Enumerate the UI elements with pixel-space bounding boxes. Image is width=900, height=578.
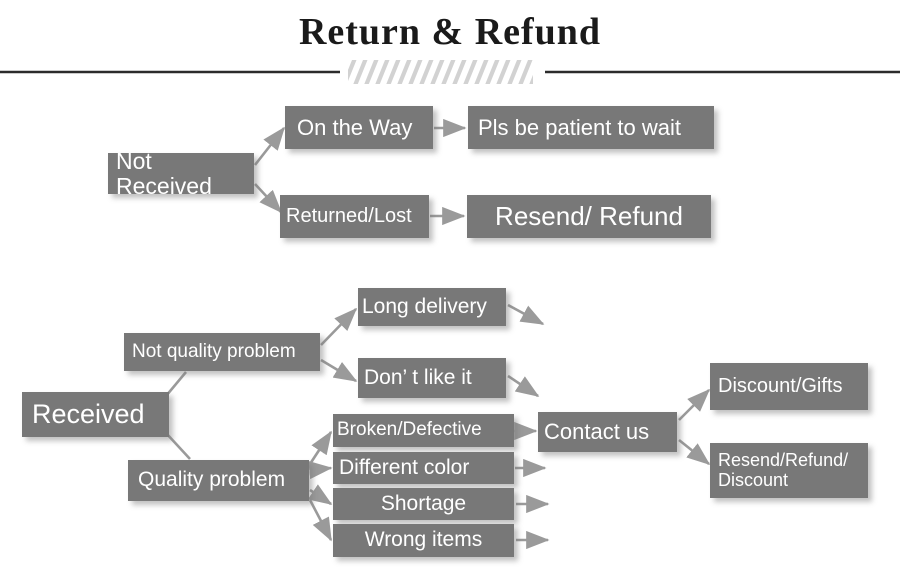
edge-quality-to-shortage: [307, 484, 333, 506]
flow-node-dont_like: Don’ t like it: [358, 358, 506, 398]
flow-node-not_received: Not Received: [108, 148, 254, 198]
flow-node-broken: Broken/Defective: [333, 414, 514, 447]
flow-node-returned_lost: Returned/Lost: [280, 195, 429, 238]
flow-node-quality: Quality problem: [128, 460, 309, 501]
flow-node-long_delivery: Long delivery: [358, 288, 506, 326]
flow-node-diff_color: Different color: [333, 452, 514, 484]
edge-not-quality-to-dont-like: [320, 358, 358, 383]
edge-received-to-quality: [165, 432, 191, 460]
edge-contact-us-to-resend-refund-discount: [678, 438, 711, 466]
page-title: Return & Refund: [298, 11, 602, 53]
edge-long-delivery-to-contact-us: [507, 303, 545, 326]
edge-received-to-not-quality: [165, 371, 187, 397]
flow-node-not_quality: Not quality problem: [124, 333, 320, 371]
flow-node-resend_refund: Resend/ Refund: [467, 195, 711, 238]
flow-node-received: Received: [22, 392, 169, 437]
flow-node-pls_wait: Pls be patient to wait: [468, 106, 714, 149]
flow-node-shortage: Shortage: [333, 488, 514, 520]
edge-quality-to-wrong-items: [308, 499, 333, 542]
flow-node-on_the_way: On the Way: [285, 106, 433, 149]
edge-not-quality-to-long-delivery: [320, 307, 358, 346]
flow-node-contact_us: Contact us: [538, 412, 677, 452]
edge-not-received-to-on-the-way: [253, 126, 286, 166]
hatched-divider-icon: [0, 60, 900, 84]
flow-node-discount_gifts: Discount/Gifts: [710, 363, 868, 410]
edge-quality-to-diff-color: [308, 461, 333, 480]
edge-dont-like-to-contact-us: [507, 374, 540, 398]
edge-not-received-to-returned-lost: [254, 183, 283, 214]
flow-node-resend_refund_disc: Resend/Refund/ Discount: [710, 443, 868, 498]
edge-quality-to-broken: [308, 430, 333, 465]
flow-node-wrong_items: Wrong items: [333, 524, 514, 557]
edge-contact-us-to-discount-gifts: [678, 388, 711, 421]
